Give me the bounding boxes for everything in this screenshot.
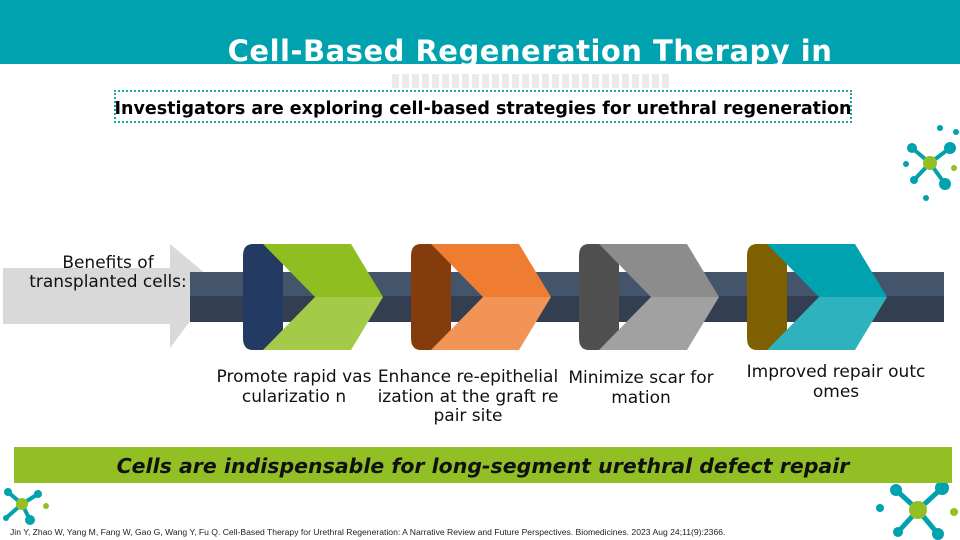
chevron-accent-1 [243,244,283,350]
subtitle-box [114,90,852,123]
molecule-decoration-left [3,488,49,525]
process-diagram [3,244,944,350]
chevron-step-1 [243,244,383,350]
chevron-step-2 [411,244,551,350]
chevron-accent-4 [747,244,787,350]
conclusion-banner [14,447,952,483]
conclusion-text: Cells are indispensable for long-segment… [116,454,850,478]
title-overflow-line [392,74,672,88]
step-caption-2: Enhance re-epithelialization at the graf… [377,367,559,426]
chevron-upper-3 [599,244,719,297]
step-caption-4: Improved repair outcomes [746,362,926,402]
large-grey-arrow [3,244,218,348]
subtitle: Investigators are exploring cell-based s… [114,99,852,119]
step-caption-1: Promote rapid vascularizatio n [216,367,372,407]
chevron-step-4 [747,244,887,350]
molecule-decoration-bottom-right [876,481,958,540]
chevron-upper-4 [767,244,887,297]
chevron-lower-3 [599,297,719,350]
step-caption-3: Minimize scar formation [568,368,714,408]
chevron-step-3 [579,244,719,350]
header-band [0,0,960,64]
chevron-accent-2 [411,244,451,350]
chevron-lower-4 [767,297,887,350]
chevron-lower-1 [263,297,383,350]
chevron-upper-2 [431,244,551,297]
citation: Jin Y, Zhao W, Yang M, Fang W, Gao G, Wa… [10,527,726,537]
slide-title: Cell-Based Regeneration Therapy in [227,34,833,68]
chevron-steps [243,244,887,350]
chevron-lower-2 [431,297,551,350]
molecule-decoration-right [903,125,959,201]
chevron-accent-3 [579,244,619,350]
benefits-label: Benefits of transplanted cells: [29,253,187,292]
chevron-upper-1 [263,244,383,297]
